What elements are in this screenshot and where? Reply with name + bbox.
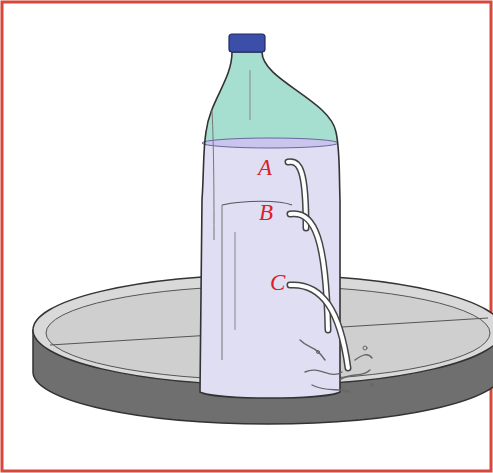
bottle-cap [229, 34, 265, 52]
point-label: C [270, 271, 285, 294]
water-jets [288, 162, 374, 392]
point-label: B [259, 201, 273, 224]
point-label: A [258, 156, 272, 179]
